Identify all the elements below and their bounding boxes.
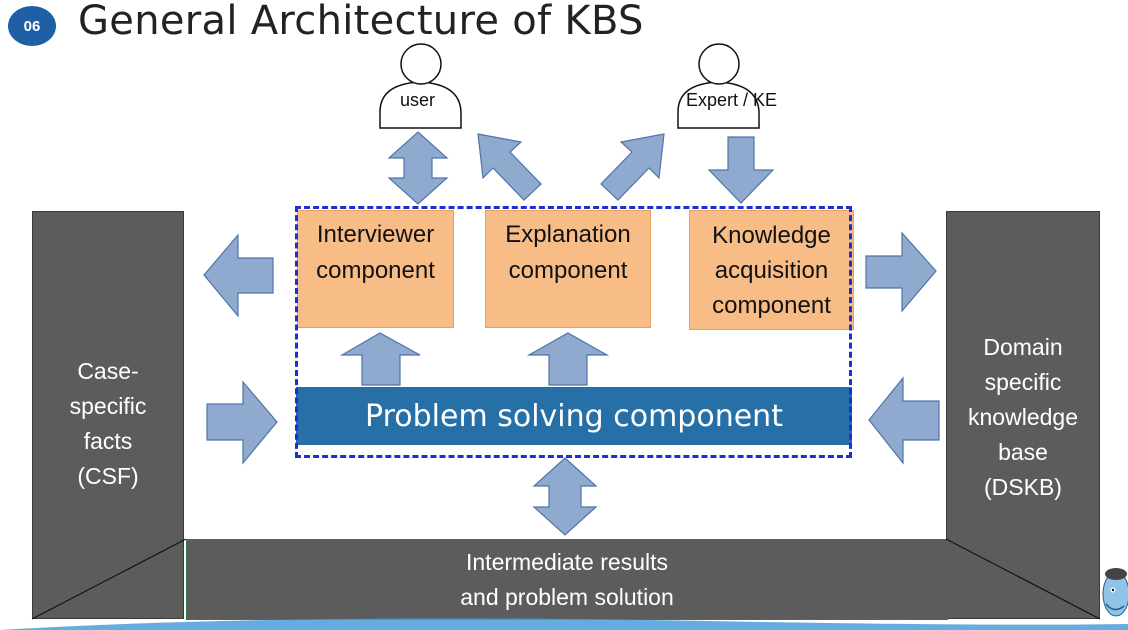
csf-block: Case- specific facts (CSF): [32, 211, 184, 619]
knowledge-line-1: Knowledge: [712, 222, 831, 249]
interviewer-component: Interviewer component: [297, 210, 454, 328]
interviewer-line-1: Interviewer: [316, 221, 435, 248]
user-label: user: [400, 90, 436, 110]
right-in-arrow: [206, 380, 278, 465]
slide-number-badge: 06: [8, 6, 56, 46]
mascot-logo: [1102, 568, 1128, 617]
csf-line-2: specific: [69, 392, 147, 419]
knowledge-acquisition-component: Knowledge acquisition component: [689, 210, 854, 330]
csf-line-3: facts: [83, 427, 133, 454]
right-diagonal-line: [945, 538, 1101, 620]
csf-line-4: (CSF): [77, 462, 139, 489]
slide-title: General Architecture of KBS: [78, 0, 644, 44]
problem-solving-component: Problem solving component: [296, 387, 852, 445]
intermediate-line-2: and problem solution: [460, 583, 674, 610]
knowledge-line-2: acquisition: [714, 256, 829, 284]
expert-person-icon: [677, 43, 760, 129]
dskb-line-4: base: [998, 438, 1048, 465]
dskb-line-1: Domain: [983, 334, 1063, 360]
right-out-arrow: [865, 231, 937, 313]
dskb-line-5: (DSKB): [984, 473, 1062, 500]
intermediate-results-block: Intermediate results and problem solutio…: [186, 539, 948, 620]
up-arrow-explanation: [526, 332, 610, 386]
explanation-line-1: Explanation: [505, 221, 631, 248]
left-diagonal-line: [31, 538, 187, 620]
explanation-component: Explanation component: [485, 210, 651, 328]
up-left-arrow: [477, 133, 542, 201]
bottom-swoosh: [0, 618, 1128, 630]
expert-down-arrow: [707, 136, 775, 204]
left-in-arrow: [868, 376, 940, 465]
system-boundary: [295, 206, 852, 458]
explanation-line-2: component: [508, 257, 628, 284]
interviewer-line-2: component: [316, 257, 435, 284]
bottom-double-arrow: [532, 457, 598, 536]
up-right-arrow: [600, 133, 665, 201]
user-person-icon: [379, 43, 462, 129]
user-double-arrow: [387, 131, 449, 205]
knowledge-line-3: component: [712, 291, 831, 319]
intermediate-line-1: Intermediate results: [466, 549, 668, 575]
dskb-line-2: specific: [984, 368, 1062, 395]
up-arrow-interviewer: [339, 332, 421, 386]
expert-label: Expert / KE: [686, 90, 778, 110]
csf-line-1: Case-: [77, 358, 139, 384]
left-out-arrow: [203, 233, 274, 318]
dskb-block: Domain specific knowledge base (DSKB): [946, 211, 1100, 619]
dskb-line-3: knowledge: [968, 403, 1078, 430]
